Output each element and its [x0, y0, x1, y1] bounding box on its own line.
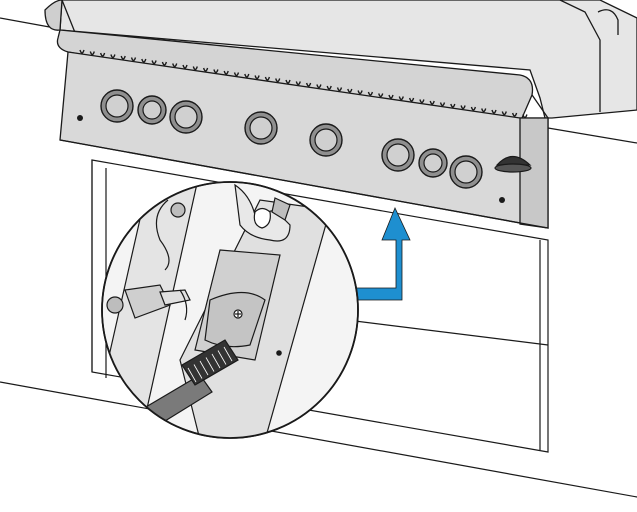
- vent-slot: [151, 60, 157, 65]
- vent-slot: [161, 61, 168, 66]
- vent-slots: [79, 49, 528, 119]
- vent-slot: [233, 72, 240, 77]
- control-knob: [449, 155, 483, 189]
- vent-slot: [378, 93, 384, 98]
- vent-slot: [223, 70, 229, 75]
- panel-screws: [77, 115, 505, 203]
- vent-slot: [398, 96, 404, 101]
- vent-slot: [347, 88, 353, 93]
- vent-slot: [316, 84, 322, 89]
- vent-slot: [336, 87, 343, 92]
- vent-slot: [470, 106, 477, 111]
- control-knob: [169, 100, 203, 134]
- vent-slot: [408, 97, 415, 102]
- vent-slot: [481, 108, 487, 113]
- vent-slot: [89, 51, 95, 56]
- vent-slot: [450, 103, 456, 108]
- control-knob: [100, 89, 134, 123]
- vent-slot: [192, 66, 198, 71]
- vent-slot: [388, 94, 394, 99]
- vent-slot: [419, 99, 425, 104]
- vent-slot: [213, 69, 219, 74]
- vent-slot: [285, 79, 291, 84]
- counter-lines: [0, 17, 637, 498]
- vent-slot: [501, 111, 507, 116]
- brand-logo-icon: [494, 155, 532, 173]
- vent-slot: [429, 100, 435, 105]
- vent-slot: [326, 85, 332, 90]
- vent-slot: [305, 82, 312, 87]
- control-knob: [137, 95, 167, 125]
- vent-slot: [244, 73, 250, 78]
- vent-slot: [110, 54, 116, 59]
- vent-slot: [120, 55, 126, 60]
- vent-slot: [522, 114, 528, 119]
- vent-slot: [172, 63, 178, 68]
- vent-slot: [367, 91, 374, 96]
- vent-slot: [511, 112, 518, 117]
- vent-slot: [439, 102, 446, 107]
- control-knob: [418, 148, 448, 178]
- vent-slot: [460, 105, 466, 110]
- control-knob: [381, 138, 415, 172]
- vent-slot: [357, 90, 363, 95]
- control-panel: [59, 51, 549, 229]
- control-knob: [309, 123, 343, 157]
- vent-slot: [275, 78, 281, 83]
- vent-slot: [254, 75, 260, 80]
- vent-slot: [491, 109, 497, 114]
- vent-slot: [141, 58, 147, 63]
- vent-slot: [264, 76, 271, 81]
- direction-arrow-icon: [347, 207, 411, 301]
- vent-slot: [182, 64, 188, 69]
- control-knob: [244, 111, 278, 145]
- vent-slot: [130, 57, 137, 62]
- vent-slot: [295, 81, 301, 86]
- vent-slot: [99, 52, 106, 57]
- vent-slot: [202, 67, 209, 72]
- magnified-detail: [101, 181, 359, 439]
- control-knobs: [100, 89, 483, 189]
- vent-slot: [79, 49, 85, 54]
